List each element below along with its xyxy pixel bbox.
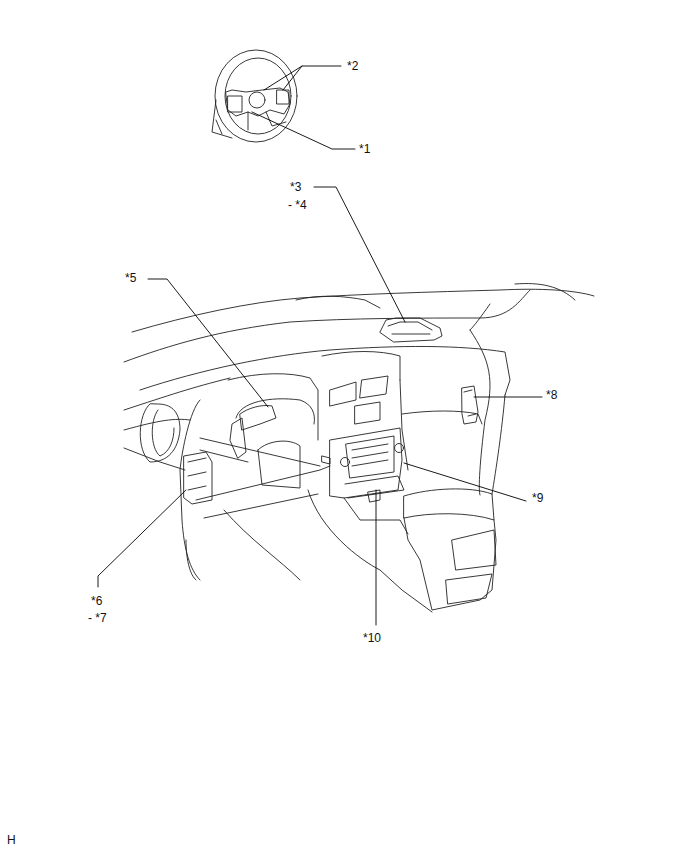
callout-number: *8: [546, 388, 557, 402]
callout-number: *9: [532, 491, 543, 505]
components: [184, 318, 478, 504]
instrument-panel: [124, 284, 594, 612]
steering-wheel: [212, 50, 297, 142]
callout-number: *6: [91, 594, 102, 608]
figure-code: H: [7, 833, 16, 847]
callout-number: *10: [363, 631, 381, 645]
callout-number: - *7: [88, 611, 107, 625]
callout-number: *2: [347, 59, 358, 73]
callout-number: *3: [290, 180, 301, 194]
callout-number: *1: [359, 142, 370, 156]
callout-number: *5: [125, 271, 136, 285]
leader-lines: [98, 66, 542, 625]
callout-number: - *4: [288, 198, 307, 212]
